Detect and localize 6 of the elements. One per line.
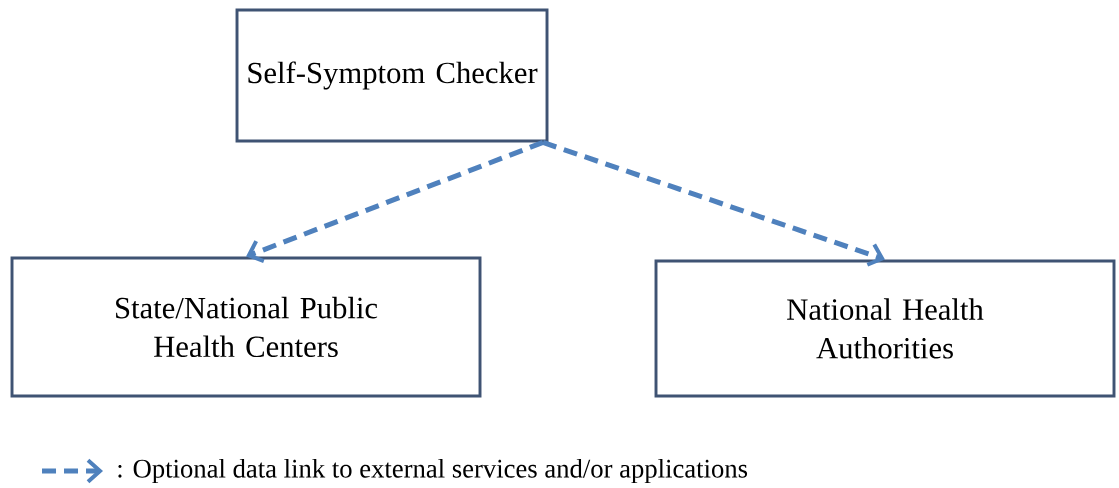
legend-text: : Optional data link to external services and/or applications [118, 458, 748, 484]
process-box: State/National Public Health Centers [10, 256, 482, 398]
process-box: Self-Symptom Checker [235, 8, 549, 143]
arrow [542, 140, 885, 267]
process-box: National Health Authorities [654, 259, 1116, 398]
arrow [246, 140, 544, 263]
